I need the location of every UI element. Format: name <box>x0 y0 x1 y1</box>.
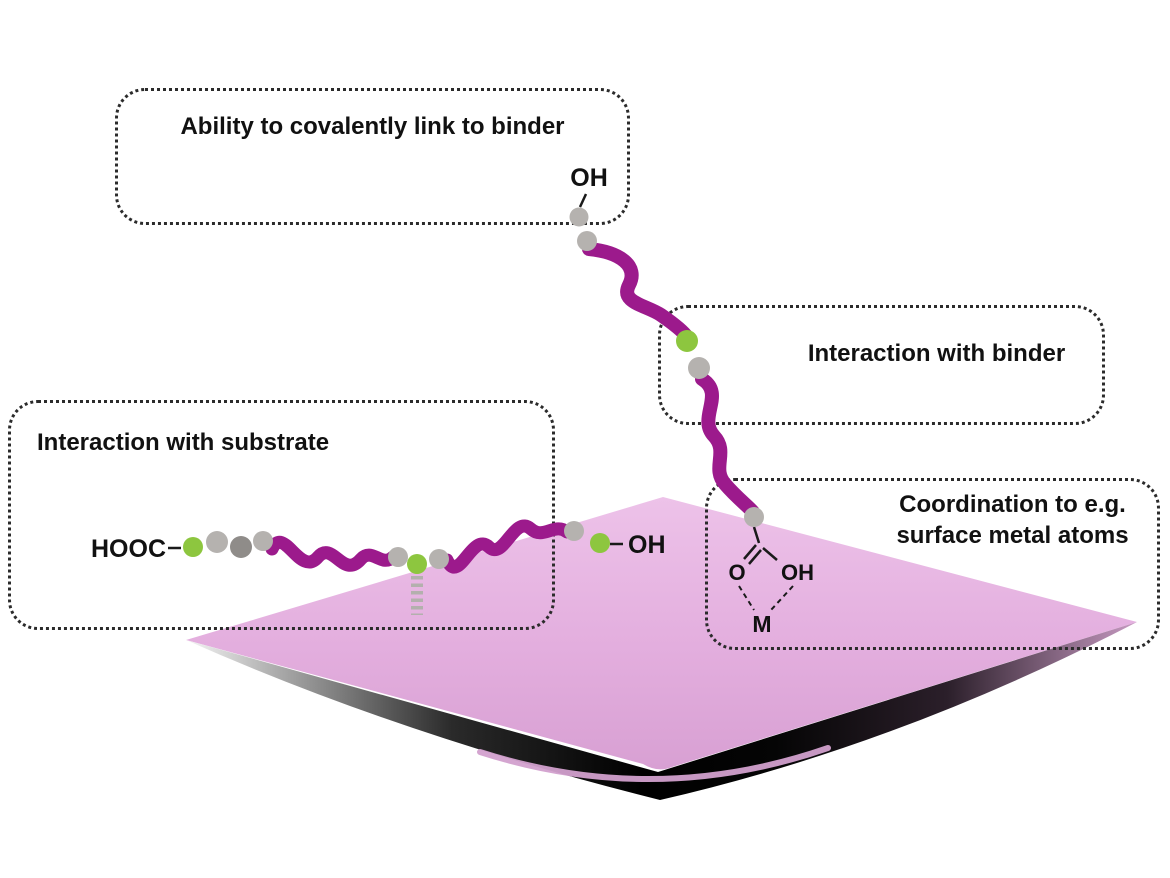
annotation-box-covalent-link: Ability to covalently link to binder <box>115 88 630 225</box>
annotation-text-substrate: Interaction with substrate <box>37 429 330 456</box>
substrate-top-face <box>186 497 1137 770</box>
annotation-text-coordination-line2: surface metal atoms <box>896 522 1129 549</box>
annotation-box-binder: Interaction with binder <box>658 305 1105 425</box>
substrate-rolled-edge <box>186 622 1137 800</box>
annotation-box-substrate: Interaction with substrate <box>8 400 555 630</box>
annotation-text-covalent-link: Ability to covalently link to binder <box>180 113 565 140</box>
annotation-text-coordination: Coordination to e.g. surface metal atoms <box>708 481 1157 551</box>
substrate-underside-rim <box>477 745 831 783</box>
annotation-text-coordination-line1: Coordination to e.g. <box>899 491 1126 518</box>
annotation-box-coordination: Coordination to e.g. surface metal atoms <box>705 478 1160 650</box>
annotation-text-binder: Interaction with binder <box>807 340 1066 367</box>
